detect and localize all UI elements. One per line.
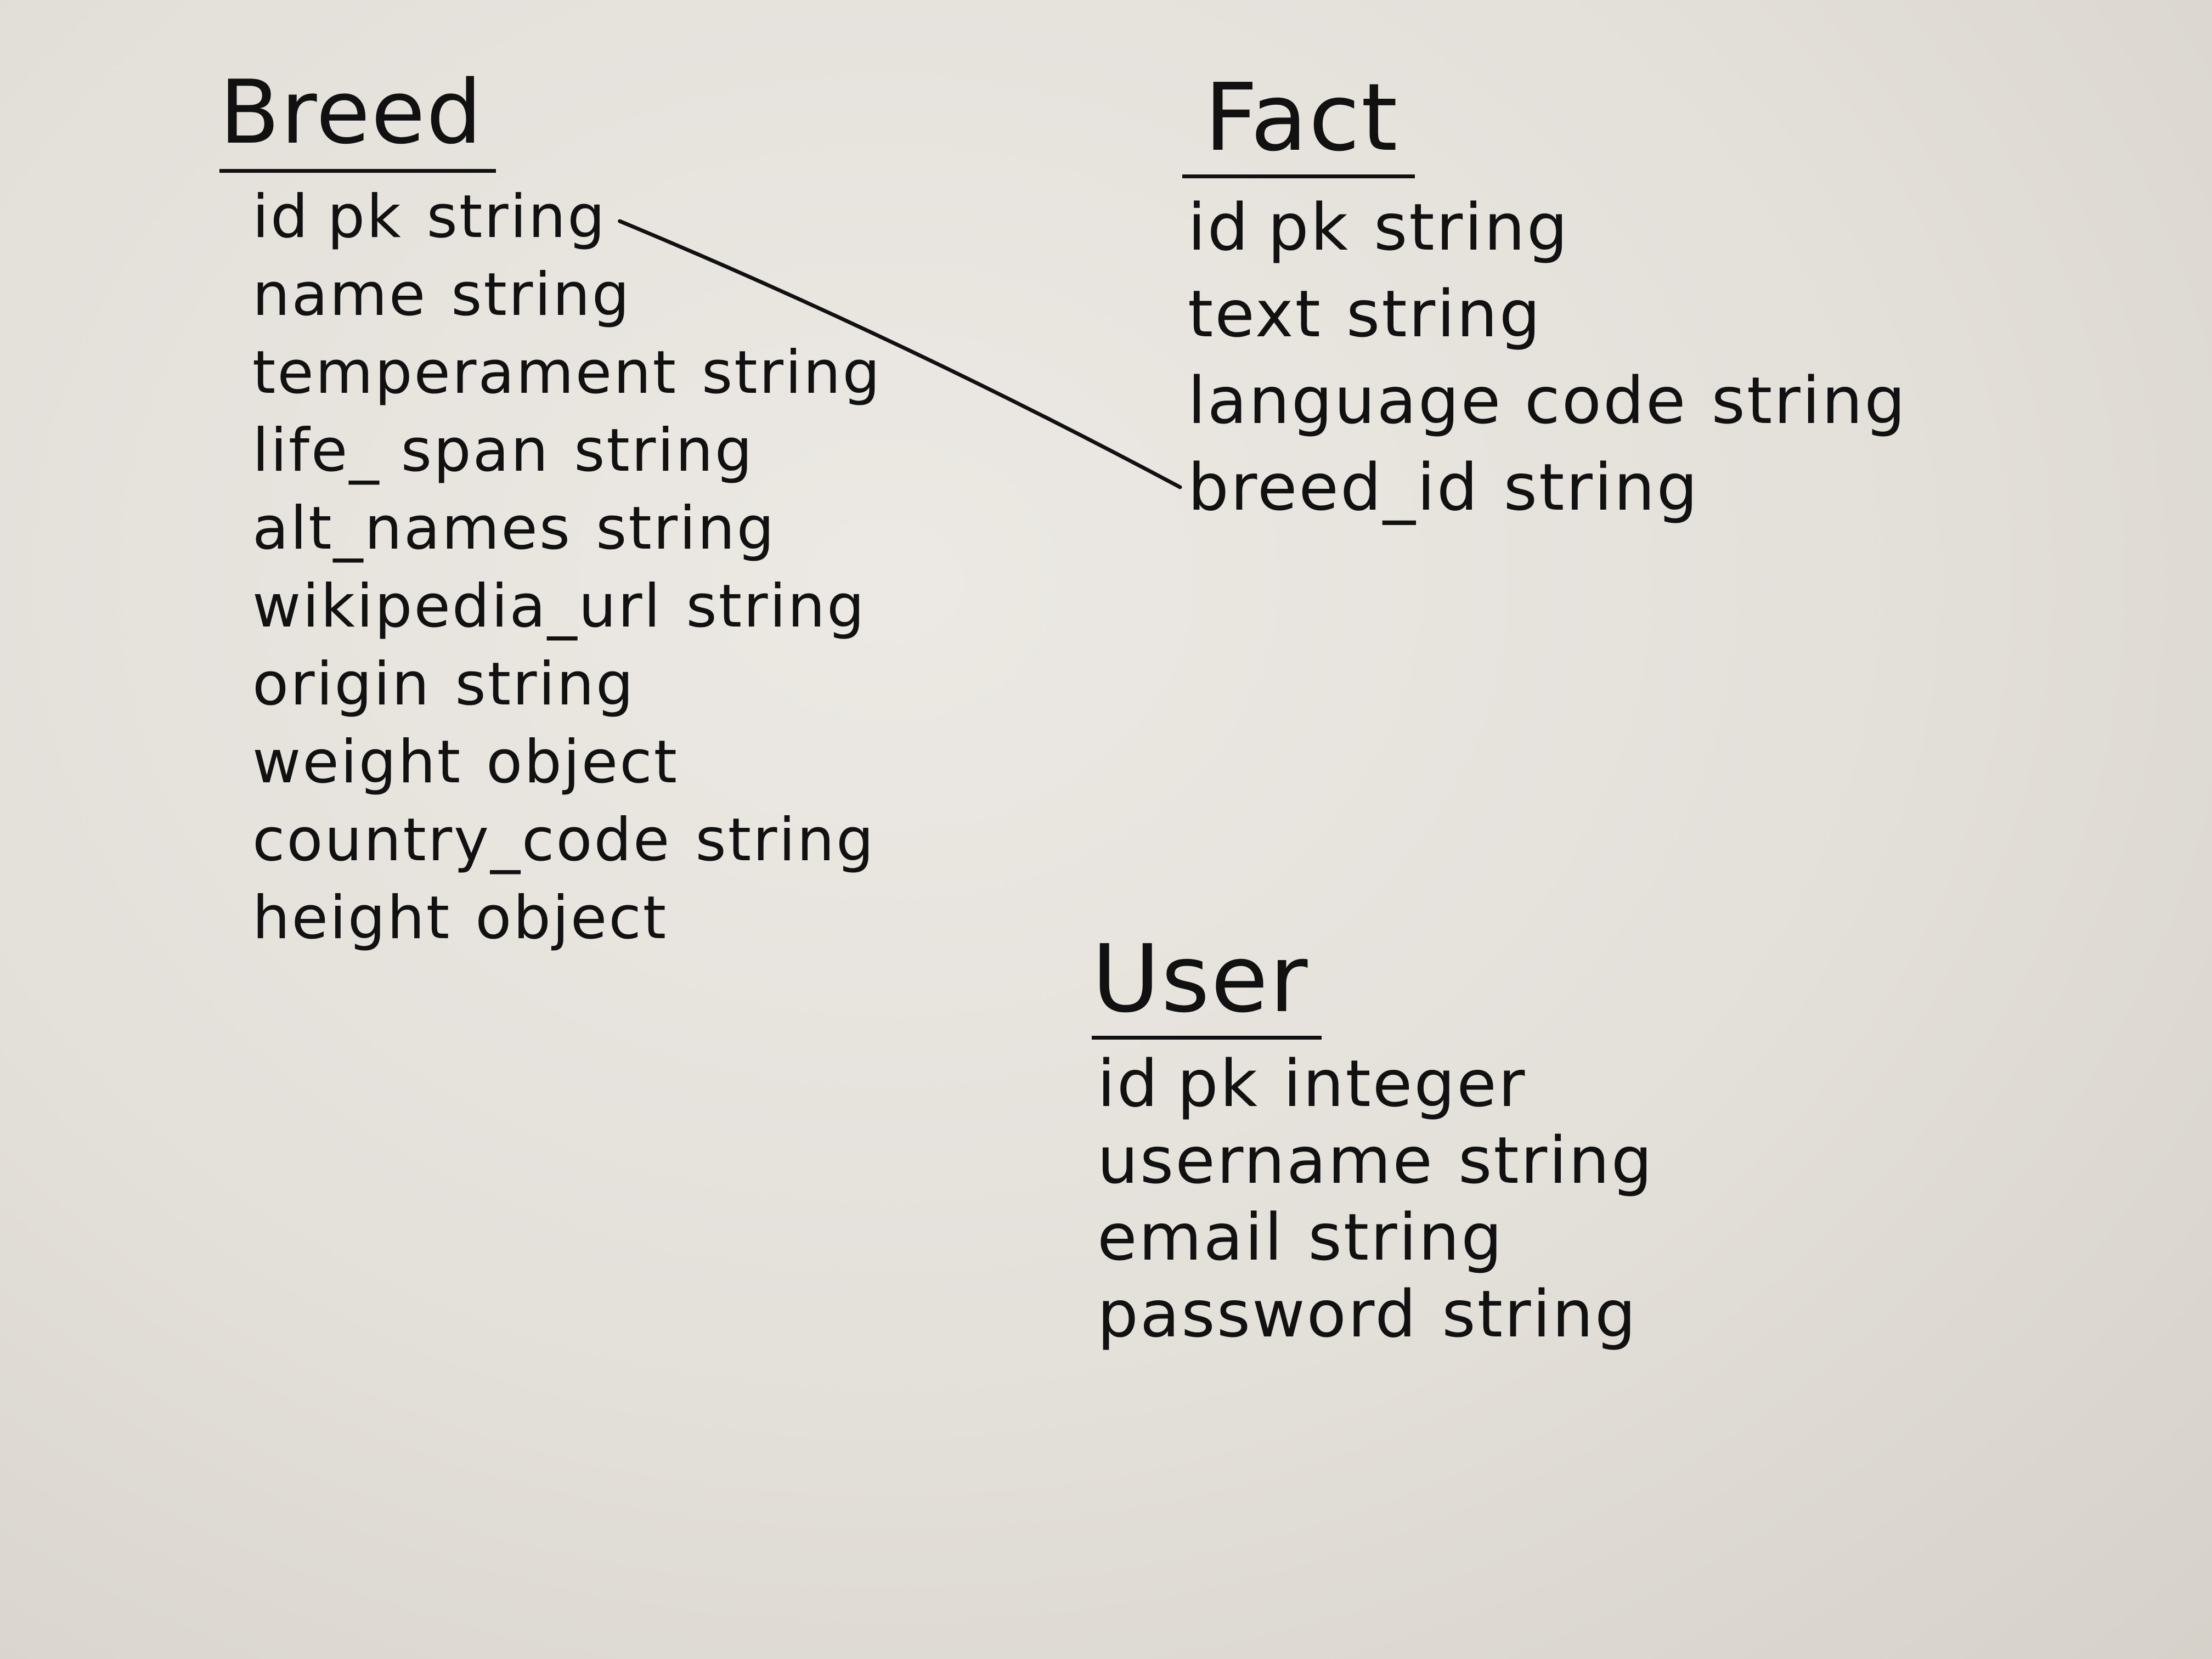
field-name: country_code — [252, 806, 672, 874]
field-row: breed_id string — [1188, 444, 1907, 531]
field-type: string — [1308, 1199, 1504, 1275]
field-name: wikipedia_url — [252, 572, 662, 641]
field-pk-marker: pk — [1267, 189, 1350, 265]
field-row: life_ span string — [252, 412, 882, 490]
field-type: object — [475, 884, 668, 952]
field-type: string — [1346, 276, 1542, 352]
field-name: life_ span — [252, 416, 550, 485]
field-row: origin string — [252, 646, 882, 724]
field-row: weight object — [252, 724, 882, 802]
field-row: wikipedia_url string — [252, 568, 882, 646]
field-row: password string — [1097, 1276, 1654, 1352]
field-type: string — [1442, 1276, 1638, 1352]
field-type: string — [426, 183, 607, 251]
field-row: country_code string — [252, 802, 882, 879]
field-name: text — [1188, 276, 1322, 352]
field-name: height — [252, 884, 452, 952]
field-name: id — [252, 183, 310, 251]
field-row: name string — [252, 256, 882, 334]
field-type: string — [1458, 1122, 1654, 1198]
field-name: password — [1097, 1276, 1418, 1352]
field-name: username — [1097, 1122, 1434, 1198]
field-type: integer — [1283, 1046, 1527, 1121]
field-name: email — [1097, 1199, 1284, 1275]
field-type: string — [455, 650, 635, 719]
field-type: string — [1711, 363, 1908, 438]
field-row: email string — [1097, 1199, 1654, 1276]
field-name: origin — [252, 650, 431, 719]
field-name: breed_id — [1188, 449, 1480, 525]
field-type: string — [596, 494, 776, 563]
field-name: name — [252, 261, 427, 329]
field-type: string — [695, 806, 876, 874]
field-pk-marker: pk — [327, 183, 403, 251]
field-type: string — [574, 416, 754, 485]
field-row: text string — [1188, 270, 1907, 357]
field-row: username string — [1097, 1122, 1654, 1199]
field-name: id — [1097, 1046, 1160, 1121]
entity-title-fact: Fact — [1182, 66, 1415, 178]
field-name: temperament — [252, 338, 678, 407]
field-row: alt_names string — [252, 490, 882, 568]
field-name: alt_names — [252, 494, 572, 563]
field-name: language code — [1188, 363, 1688, 438]
entity-title-breed: Breed — [219, 60, 496, 173]
field-name: id — [1188, 189, 1250, 265]
field-type: string — [1503, 449, 1700, 525]
field-type: string — [1373, 189, 1570, 265]
field-name: weight — [252, 728, 462, 797]
field-row: temperament string — [252, 334, 882, 412]
field-type: string — [451, 261, 631, 329]
entity-title-user: User — [1092, 927, 1322, 1040]
field-type: string — [702, 338, 882, 407]
field-pk-marker: pk — [1177, 1046, 1259, 1121]
field-type: object — [486, 728, 679, 797]
field-type: string — [686, 572, 866, 641]
field-row: height object — [252, 879, 882, 957]
field-row: language code string — [1188, 357, 1907, 444]
